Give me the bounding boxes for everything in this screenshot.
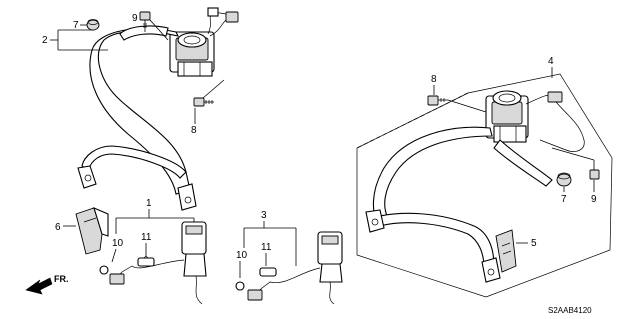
callout-8-left: 8	[191, 125, 197, 136]
rear-seat-belt-assembly	[356, 73, 613, 298]
buckle-assembly-3	[235, 231, 343, 305]
callout-7-left: 7	[73, 20, 79, 31]
callout-4: 4	[548, 56, 554, 67]
callout-5: 5	[531, 238, 537, 249]
callout-1: 1	[146, 198, 152, 209]
buckle-assembly-1	[99, 221, 207, 305]
callout-6: 6	[55, 222, 61, 233]
bolt-8-left	[193, 97, 214, 107]
callout-9-right: 9	[591, 194, 597, 205]
callout-10-right: 10	[236, 250, 248, 261]
callout-10-left: 10	[112, 238, 124, 249]
callout-11-right: 11	[261, 242, 272, 253]
cap-7-left	[86, 19, 100, 31]
webbing-left	[89, 28, 191, 195]
anchor-cover-5	[495, 229, 517, 273]
retractor-right	[485, 90, 585, 152]
front-seat-belt-assembly	[77, 7, 239, 211]
front-direction-label: FR.	[54, 274, 69, 284]
retractor-left	[169, 7, 239, 77]
bolt-8-right	[427, 95, 448, 106]
cap-7-right	[556, 172, 572, 187]
callout-8-right: 8	[431, 74, 437, 85]
callout-11-left: 11	[141, 232, 152, 243]
bolt-9-left	[139, 11, 151, 32]
bolt-9-right	[589, 160, 600, 180]
front-direction-arrow: FR.	[25, 274, 69, 295]
diagram-code: S2AAB4120	[548, 306, 592, 315]
callout-2: 2	[42, 35, 48, 46]
webbing-right	[372, 126, 493, 223]
callout-3: 3	[261, 210, 267, 221]
callout-9-left: 9	[132, 13, 138, 24]
buckle-cover-6	[75, 207, 109, 255]
callout-7-right: 7	[561, 194, 567, 205]
